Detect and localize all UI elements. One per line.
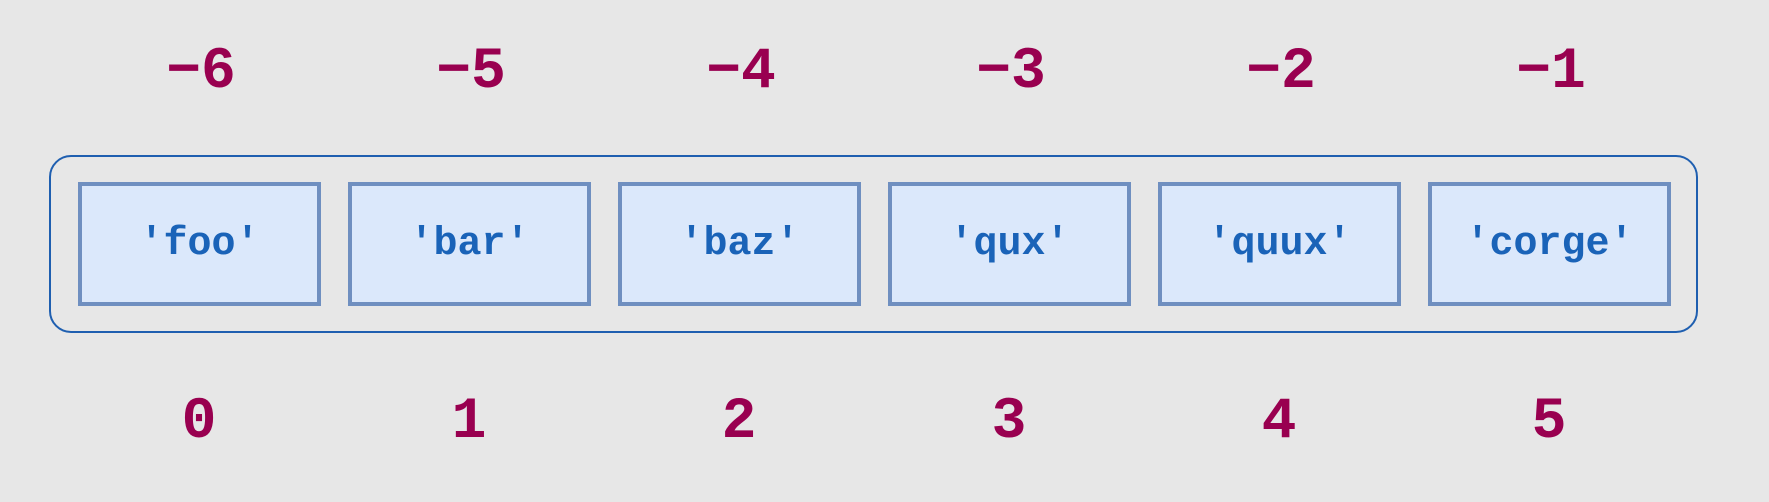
list-container [49,155,1698,333]
list-element: 'bar' [348,182,591,306]
positive-index-label: 4 [1261,390,1297,455]
list-element: 'quux' [1158,182,1401,306]
negative-index-row: −6 −5 −4 −3 −2 −1 [0,38,1769,108]
positive-index-label: 2 [721,390,757,455]
positive-index-row: 0 1 2 3 4 5 [0,388,1769,458]
negative-index-label: −6 [166,40,236,105]
list-element: 'corge' [1428,182,1671,306]
list-element: 'baz' [618,182,861,306]
list-element: 'qux' [888,182,1131,306]
list-element: 'foo' [78,182,321,306]
negative-index-label: −2 [1246,40,1316,105]
negative-index-label: −1 [1516,40,1586,105]
positive-index-label: 5 [1531,390,1567,455]
positive-index-label: 1 [451,390,487,455]
positive-index-label: 0 [181,390,217,455]
negative-index-label: −4 [706,40,776,105]
negative-index-label: −5 [436,40,506,105]
negative-index-label: −3 [976,40,1046,105]
positive-index-label: 3 [991,390,1027,455]
